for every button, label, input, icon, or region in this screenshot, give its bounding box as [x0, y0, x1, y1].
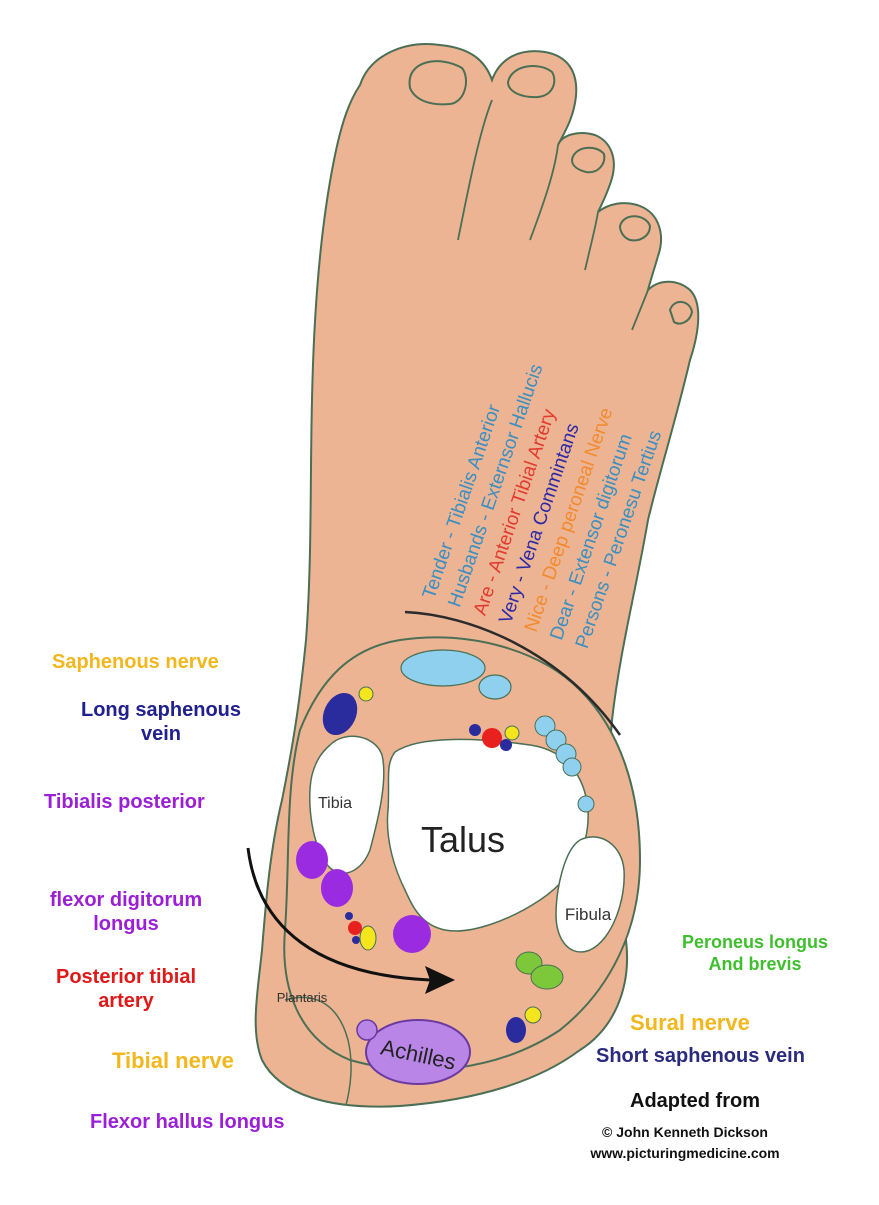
tibialis-anterior-tendon — [400, 649, 486, 687]
toe-gap-2 — [529, 144, 559, 241]
third-toe-nail — [570, 146, 606, 174]
tibial-nerve — [359, 925, 377, 951]
flexor-digitorum-tendon — [321, 869, 353, 907]
arrow-head — [425, 966, 455, 994]
saphenous-nerve — [358, 686, 374, 702]
peroneus-brevis-tendon — [530, 964, 564, 990]
posterior-tibial-vein-2 — [352, 936, 360, 944]
fifth-toe-nail — [668, 301, 694, 325]
flexor-hallucis-tendon — [393, 915, 431, 953]
toe-gap-4 — [631, 289, 649, 331]
long-saphenous-vein-line1: Long saphenous — [81, 699, 241, 721]
fourth-toe-nail — [618, 215, 652, 242]
flexor-digitorum-longus-line2: longus — [93, 913, 159, 935]
fibula-bone — [555, 836, 625, 953]
big-toe-nail — [408, 60, 467, 106]
deep-peroneal-nerve — [504, 725, 520, 741]
toe-gap-3 — [584, 211, 599, 271]
plantaris-tendon — [356, 1019, 378, 1041]
tibial-nerve-label: Tibial nerve — [112, 1048, 234, 1073]
peroneus-line2: And brevis — [708, 953, 802, 974]
credit-line3: www.picturingmedicine.com — [590, 1145, 780, 1161]
flexor-digitorum-longus-line1: flexor digitorum — [49, 889, 203, 911]
long-saphenous-vein-line2: vein — [140, 723, 182, 745]
anterior-tibial-artery — [482, 728, 502, 748]
posterior-tibial-vein-1 — [345, 912, 353, 920]
flexor-digitorum-longus-label: flexor digitorum longus — [18, 888, 234, 936]
sural-nerve-label: Sural nerve — [630, 1010, 750, 1035]
tibia-bone — [309, 735, 385, 874]
posterior-tibial-artery-line2: artery — [98, 990, 154, 1012]
posterior-tibial-artery — [348, 921, 362, 935]
tibialis-posterior-label: Tibialis posterior — [44, 791, 205, 813]
tibialis-posterior-tendon — [296, 841, 328, 879]
extensor-hallucis-tendon — [478, 674, 512, 700]
short-saphenous-vein-label: Short saphenous vein — [596, 1045, 805, 1067]
posterior-tibial-artery-line1: Posterior tibial — [55, 966, 197, 988]
toe-gap-1 — [457, 99, 493, 241]
curved-arrow — [246, 847, 431, 982]
credit-line2: © John Kenneth Dickson — [602, 1124, 768, 1140]
peroneus-label: Peroneus longus And brevis — [660, 932, 850, 975]
extensor-divider-line — [404, 610, 622, 736]
extensor-digitorum-1 — [534, 715, 556, 737]
saphenous-nerve-label: Saphenous nerve — [52, 651, 219, 673]
peroneus-tertius — [577, 795, 595, 813]
long-saphenous-vein — [322, 692, 358, 736]
second-toe-nail — [506, 65, 556, 99]
long-saphenous-vein-label: Long saphenous vein — [58, 698, 264, 746]
posterior-tibial-artery-label: Posterior tibial artery — [18, 965, 234, 1013]
peroneus-line1: Peroneus longus — [681, 932, 829, 952]
short-saphenous-vein — [506, 1017, 526, 1043]
tibia-label: Tibia — [318, 795, 352, 812]
talus-label: Talus — [421, 819, 505, 860]
sural-nerve — [524, 1006, 542, 1024]
talus-bone — [386, 738, 589, 932]
credit-line1: Adapted from — [630, 1090, 760, 1112]
flexor-hallus-longus-label: Flexor hallus longus — [90, 1111, 285, 1133]
fibula-label: Fibula — [565, 905, 612, 924]
extensor-digitorum-4 — [562, 757, 582, 777]
achilles-tendon — [365, 1019, 471, 1085]
plantaris-label: Plantaris — [277, 990, 328, 1005]
vena-comitans-2 — [500, 739, 512, 751]
plantaris-line — [284, 996, 352, 1106]
vena-comitans-1 — [469, 724, 481, 736]
